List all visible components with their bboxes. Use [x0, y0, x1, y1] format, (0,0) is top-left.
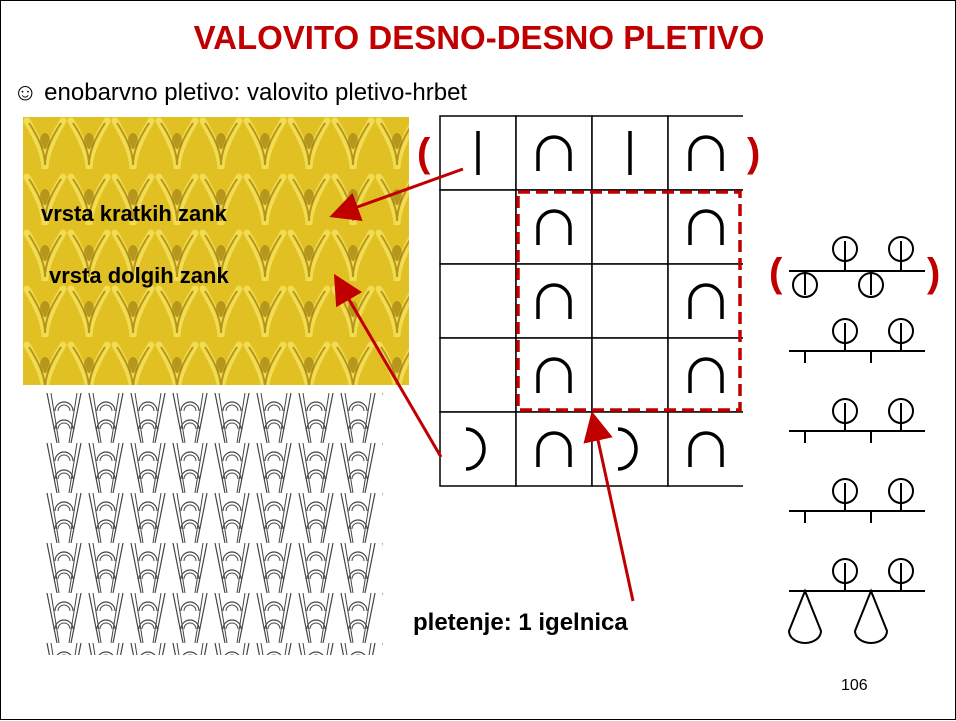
slide-title: VALOVITO DESNO-DESNO PLETIVO: [193, 19, 765, 56]
slide-subtitle: ☺ enobarvno pletivo: valovito pletivo-hr…: [13, 79, 468, 106]
arrow-short-loops: [329, 167, 464, 221]
symbol-arc: [688, 283, 724, 319]
grid-cell: [667, 263, 745, 339]
grid-cell: [667, 337, 745, 413]
knitting-label: pletenje: 1 igelnica: [413, 609, 628, 636]
grid-cell: [515, 189, 593, 265]
symbol-arc: [688, 431, 724, 467]
fabric-photo: [23, 117, 409, 385]
notation-open-paren: (: [769, 251, 783, 295]
symbol-arc: [688, 357, 724, 393]
symbol-arc: [536, 135, 572, 171]
grid-close-paren: ): [747, 131, 761, 175]
grid-cell: [667, 411, 745, 487]
grid-cell: [439, 411, 517, 487]
symbol-half-loop: [617, 427, 638, 471]
knit-structure-svg: [43, 393, 383, 655]
arrow-knitting: [583, 411, 635, 602]
grid-cell: [667, 189, 745, 265]
loop-notation: [777, 231, 937, 656]
arrow-long-loops: [333, 273, 443, 458]
notation-close-paren: ): [927, 251, 941, 295]
loop-notation-svg: [787, 236, 925, 644]
label-short-loops: vrsta kratkih zank: [41, 201, 227, 226]
symbol-arc: [536, 431, 572, 467]
grid-cell: [667, 115, 745, 191]
grid-cell: [439, 337, 517, 413]
page-number: 106: [841, 677, 868, 694]
symbol-arc: [536, 209, 572, 245]
notation-grid-svg: [439, 115, 745, 487]
label-long-loops: vrsta dolgih zank: [49, 263, 229, 288]
fabric-photo-texture: [23, 117, 409, 385]
grid-cell: [591, 263, 669, 339]
grid-cell: [515, 411, 593, 487]
symbol-arc: [536, 283, 572, 319]
symbol-arc: [688, 209, 724, 245]
repeat-highlight: [516, 190, 742, 412]
symbol-half-loop: [465, 427, 486, 471]
notation-grid: [439, 115, 745, 496]
grid-open-paren: (: [417, 131, 431, 175]
grid-cell: [439, 263, 517, 339]
knit-structure-drawing: [43, 393, 383, 655]
symbol-arc: [536, 357, 572, 393]
symbol-arc: [688, 135, 724, 171]
